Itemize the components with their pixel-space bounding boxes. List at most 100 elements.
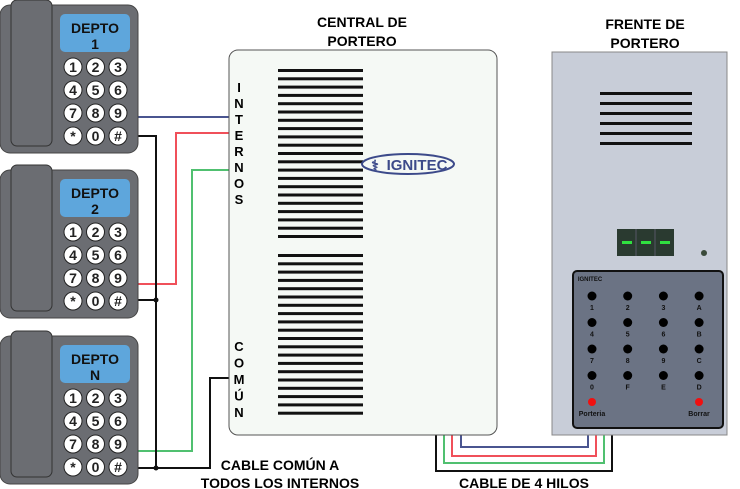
phone-screen xyxy=(60,179,130,217)
keypad-button[interactable] xyxy=(658,344,668,354)
phone-key[interactable] xyxy=(63,388,83,408)
phone-key[interactable] xyxy=(63,411,83,431)
phone-key[interactable] xyxy=(86,457,105,477)
keypad-key-label: 3 xyxy=(661,305,665,312)
phone-key[interactable] xyxy=(63,268,83,288)
phone-key[interactable] xyxy=(108,268,128,288)
phone-key[interactable] xyxy=(86,291,105,311)
terminal-bar xyxy=(278,262,363,266)
phone-key[interactable] xyxy=(63,245,83,265)
phone-key[interactable] xyxy=(86,411,105,431)
phone-key[interactable] xyxy=(86,434,105,454)
phone-key[interactable] xyxy=(86,80,105,100)
borrar-label: Borrar xyxy=(688,411,710,418)
keypad-button[interactable] xyxy=(623,344,633,354)
keypad-button[interactable] xyxy=(623,291,633,301)
keypad-button[interactable] xyxy=(587,344,597,354)
phone-key[interactable] xyxy=(63,103,83,123)
internos-letter: R xyxy=(234,144,244,159)
phone-key-label: 2 xyxy=(92,59,100,75)
phone-key[interactable] xyxy=(86,57,105,77)
terminal-bar xyxy=(278,403,363,407)
phone-key-label: # xyxy=(114,293,122,309)
terminal-bar xyxy=(278,77,363,81)
terminal-bar xyxy=(278,93,363,97)
keypad-button[interactable] xyxy=(658,318,668,327)
phone-key-label: # xyxy=(114,459,122,475)
terminal-bar xyxy=(278,386,363,390)
porteria-button[interactable] xyxy=(588,398,596,406)
phone-key[interactable] xyxy=(86,103,105,123)
keypad-button[interactable] xyxy=(587,291,597,301)
phone-key[interactable] xyxy=(63,222,83,242)
phone-key[interactable] xyxy=(108,126,128,146)
keypad xyxy=(572,270,724,429)
keypad-logo: IGNITEC xyxy=(578,277,603,283)
phone-key[interactable] xyxy=(63,434,83,454)
borrar-button[interactable] xyxy=(695,398,703,406)
terminal-bar xyxy=(278,411,363,415)
speaker-slot xyxy=(600,132,692,135)
keypad-button[interactable] xyxy=(623,318,633,327)
cable-4-green xyxy=(443,428,605,464)
phone-key[interactable] xyxy=(63,291,83,311)
phone-screen xyxy=(60,14,130,52)
terminal-bar xyxy=(278,320,363,324)
phone-key[interactable] xyxy=(86,245,105,265)
speaker-grille xyxy=(600,92,692,145)
phone-key[interactable] xyxy=(86,388,105,408)
keypad-key-label: 2 xyxy=(626,305,630,312)
internos-label: INTERNOS xyxy=(234,80,244,207)
keypad-button[interactable] xyxy=(587,371,597,380)
terminal-bars xyxy=(278,69,363,415)
central-title-2: PORTERO xyxy=(327,33,396,49)
phone-key[interactable] xyxy=(108,80,128,100)
keypad-button[interactable] xyxy=(623,371,633,380)
internos-letter: E xyxy=(235,128,244,143)
keypad-button[interactable] xyxy=(694,344,704,354)
keypad-key-label: A xyxy=(697,305,702,312)
keypad-key-label: 1 xyxy=(590,305,594,312)
phone-key[interactable] xyxy=(108,245,128,265)
phone-key[interactable] xyxy=(108,434,128,454)
phone-key[interactable] xyxy=(86,126,105,146)
comun-label: COMÚN xyxy=(234,339,245,420)
phone-key-label: 1 xyxy=(69,224,77,240)
phone-key[interactable] xyxy=(63,457,83,477)
porteria-label: Porteria xyxy=(579,411,606,418)
speaker-slot xyxy=(600,102,692,105)
phone-key[interactable] xyxy=(108,57,128,77)
phone-key[interactable] xyxy=(108,222,128,242)
keypad-button[interactable] xyxy=(694,291,704,301)
phone-key-label: 9 xyxy=(114,436,122,452)
terminal-bar xyxy=(278,176,363,180)
phone-key[interactable] xyxy=(86,268,105,288)
cable-4-blue xyxy=(460,428,589,448)
speaker-slot xyxy=(600,142,692,145)
phone-key-label: 5 xyxy=(92,82,100,98)
phone-key[interactable] xyxy=(108,457,128,477)
phone-screen xyxy=(60,345,130,383)
keypad-button[interactable] xyxy=(694,318,704,327)
phone-key[interactable] xyxy=(63,126,83,146)
phone-key[interactable] xyxy=(108,103,128,123)
phone-key[interactable] xyxy=(63,80,83,100)
keypad-button[interactable] xyxy=(694,371,704,380)
phone-key[interactable] xyxy=(108,388,128,408)
phone-key-label: 4 xyxy=(69,413,77,429)
phone-key[interactable] xyxy=(63,57,83,77)
cable-4-red xyxy=(451,428,597,457)
keypad-button[interactable] xyxy=(587,318,597,327)
phone-key[interactable] xyxy=(108,291,128,311)
keypad-button[interactable] xyxy=(658,291,668,301)
terminal-bar xyxy=(278,328,363,332)
keypad-key-label: 5 xyxy=(626,332,630,339)
keypad-button[interactable] xyxy=(658,371,668,380)
terminal-bar xyxy=(278,287,363,291)
phone-key-label: 9 xyxy=(114,105,122,121)
phone-key[interactable] xyxy=(108,411,128,431)
phone-key[interactable] xyxy=(86,222,105,242)
